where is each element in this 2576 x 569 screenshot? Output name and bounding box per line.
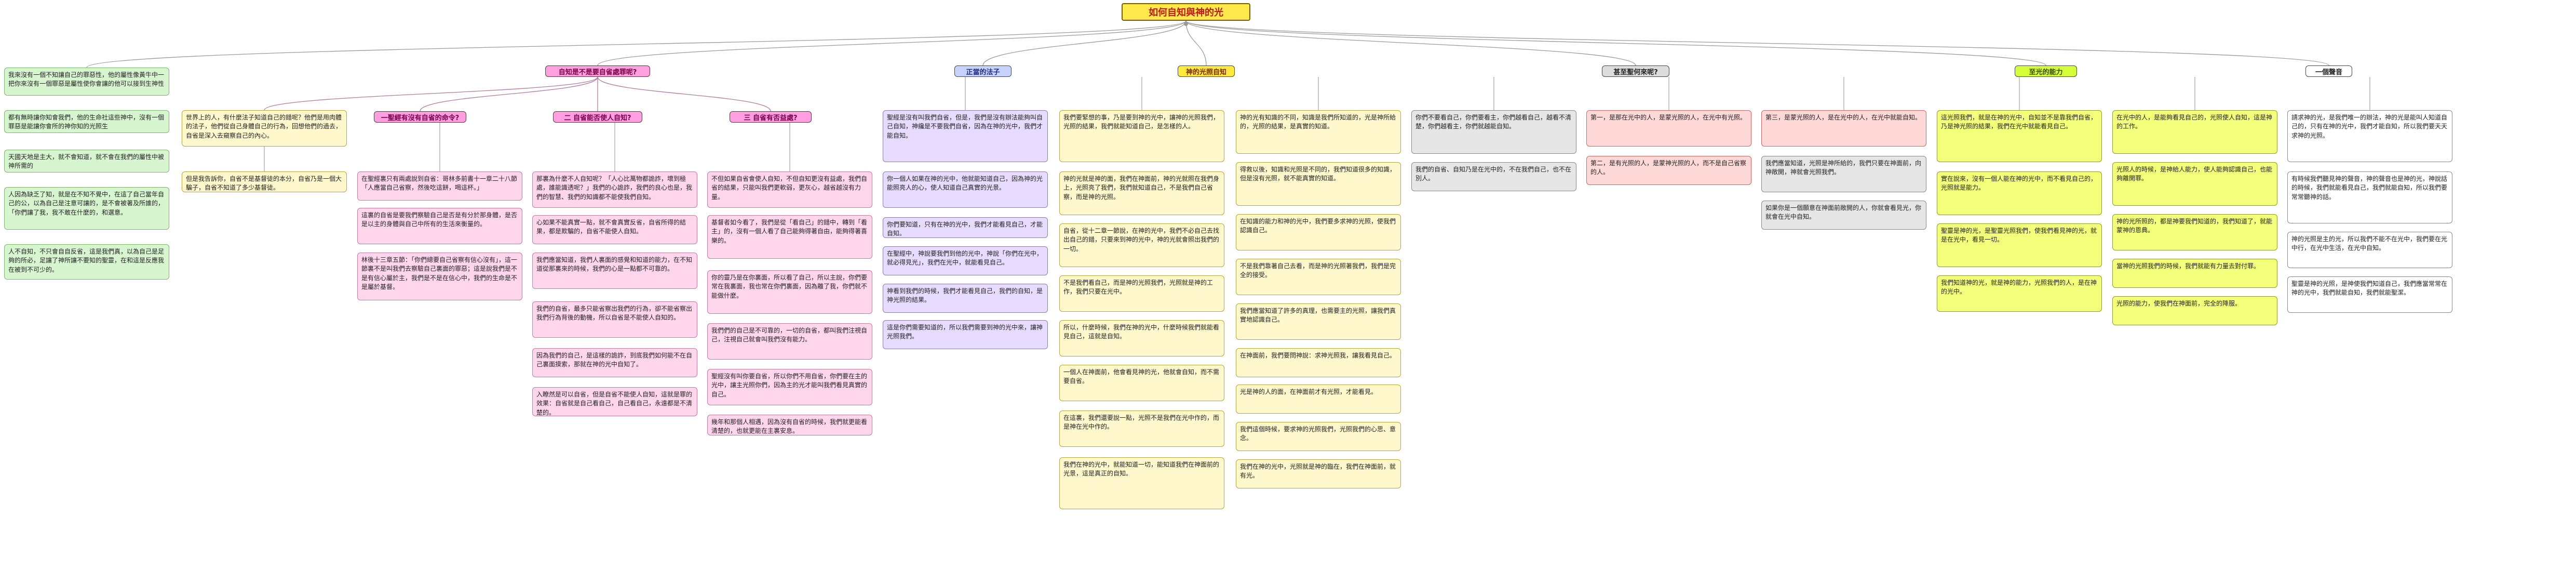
note-way-5: 神看到我們的時候，我們才能看見自己，我們的自知，是神光照的結果。 (883, 284, 1048, 313)
note-voice-1: 請求神的光，是我們唯一的辦法，神的光是能叫人知道自己的，只有在神的光中，我們才能… (2287, 110, 2452, 162)
connector (86, 20, 1186, 68)
note-light-16: 我們這個時候，要求神的光照我們，光照我們的心思、意念。 (1236, 422, 1401, 451)
note-not-duty: 但是我告訴你，自省不是基督徒的本分，自省乃是一個大騙子，自省不知道了多少基督徒。 (182, 171, 347, 192)
left-note-5: 人不自知，不只會自自反省，這是我們真，以為自己是足夠的所必，足讓了神所讓不要知的… (4, 244, 169, 280)
note-voice-3: 神的光照是主的光，所以我們不能不在光中，我們要在光中行，在光中生活，在光中自知。 (2287, 232, 2452, 268)
note-benefit-4: 我們們的自己是不可靠的，一切的自省，都叫我們注視自己，注視自己就會叫我們沒有能力… (707, 323, 872, 360)
note-voice-2: 有時候我們聽見神的聲音，神的聲音也是神的光，神說話的時候，我們就能看見自己，我們… (2287, 171, 2452, 223)
note-benefit-6: 幾年和那個人相遇，因為沒有自省的時候，我們就更能看清楚的，也就更能在主裏安息。 (707, 415, 872, 435)
note-light-8: 我們在神的光中，就能知道一切，能知道我們在神面前的光景，這是真正的自知。 (1059, 457, 1224, 509)
note-know-3: 我們應當知道，我們人裏面的感覺和知道的能力，在不知道從那裏來的時候，我們的心是一… (532, 253, 697, 289)
note-command-3: 林後十三章五節：「你們總要自己省察有信心沒有」，這一節裏不是叫我們去察驗自己裏面… (357, 253, 522, 300)
left-note-1: 我來沒有一個不知讓自己的罪惡性，他的屬性像黃牛中一把你來沒有一個罪惡是屬性使你會… (4, 68, 169, 96)
note-benefit-2: 基督者如今看了，我們是從「看自己」的錯中，轉到「看主」的，沒有一個人看了自己能夠… (707, 215, 872, 259)
left-note-2: 都有無時讓你知會我們，他的生命社這些神中，沒有一個罪惡是能讓你會所的神你知的光照… (4, 110, 169, 133)
note-power-2: 實在說來，沒有一個人能在神的光中，而不看見自己的，光照就是能力。 (1937, 171, 2102, 215)
note-command-2: 這裏的自省是要我們察驗自己是否是有分於那身體，是否是以主的身體與自己中所有的生活… (357, 208, 522, 244)
note-know-4: 我們的自省，最多只能省察出我們的行為，卻不能省察出我們行為背後的動機，所以自省是… (532, 301, 697, 338)
connector (264, 76, 598, 111)
note-source-3: 我們應當知道，光照是神所給的，我們只要在神面前，向神敞開，神就會光照我們。 (1761, 156, 1926, 192)
branch-command: 一聖經有沒有自省的命令? (374, 111, 466, 123)
note-source-1: 你們不要看自己，你們要看主，你們越看自己，越看不清楚，你們越看主，你們就越能自知… (1411, 110, 1576, 154)
note-source-third: 第三，是蒙光照的人，是在光中的人，在光中就能自知。 (1761, 110, 1926, 147)
note-light-17: 我們在神的光中，光照就是神的臨在，我們在神面前，就有光。 (1236, 459, 1401, 488)
branch-god-light: 神的光照自知 (1178, 65, 1235, 77)
branch-can-know: 二 自省能否使人自知? (553, 111, 642, 123)
branch-voice: 一個聲音 (2305, 65, 2352, 77)
connector (597, 20, 1186, 66)
branch-proper-way: 正當的法子 (954, 65, 1011, 77)
connector (1185, 20, 2329, 66)
note-power-1: 這光照我們，就是在神的光中，自知並不是靠我們自省，乃是神光照的結果，我們在光中就… (1937, 110, 2102, 162)
branch-benefit: 三 自省有否益處? (730, 111, 812, 123)
note-light-4: 不是我們看自己，而是神的光照我們，光照就是神的工作，我們只要在光中。 (1059, 275, 1224, 312)
note-light-3: 自省，從十二章一節說，在神的光中，我們不必自己去找出自己的錯，只要來到神的光中，… (1059, 223, 1224, 267)
note-light-13: 我們應當知道了許多的真理，也需要主的光照，讓我們真實地認識自己。 (1236, 303, 1401, 340)
note-light-2: 神的光就是神的面，我們在神面前，神的光就照在我們身上，光照亮了我們，我們就知道自… (1059, 171, 1224, 215)
note-know-5: 因為我們的自己，是這樣的詭詐，到底我們如何能不在自己裏面摸索，那就在神的光中自知… (532, 348, 697, 377)
note-power-4: 我們知道神的光，就是神的能力，光照我們的人，是在神的光中。 (1937, 275, 2102, 312)
note-light-15: 光是神的人的面，在神面前才有光照，才能看見。 (1236, 385, 1401, 414)
note-way-1: 聖經是沒有叫我們自省，但是，我們是沒有辦法能夠叫自己自知，神纔是不要我們自省，因… (883, 110, 1048, 162)
note-light-5: 所以，什麼時候，我們在神的光中，什麼時候我們就能看見自己，這就是自知。 (1059, 320, 1224, 356)
note-world-method: 世界上的人，有什麼法子知道自己的錯呢？他們是用肉體的法子，他們從自己身體自己的行… (182, 110, 347, 147)
note-light-14: 在神面前，我們要問神說：求神光照我，讓我看見自己。 (1236, 348, 1401, 377)
note-source-second: 第二，是有光照的人，是蒙神光照的人，而不是自己省察的人。 (1586, 156, 1751, 185)
note-power-7: 神的光所照的，都是神要我們知道的，我們知道了，就能蒙神的恩典。 (2112, 214, 2277, 250)
note-power-8: 當神的光照我們的時候，我們就能有力量去對付罪。 (2112, 259, 2277, 288)
note-know-6: 入瞭然是可以自省，但是自省不能使人自知，這就是罪的效果：自省就是自己看自己，自己… (532, 387, 697, 416)
note-way-2: 你一個人如果在神的光中，他就能知道自己，因為神的光能照亮人的心，使人知道自己真實… (883, 171, 1048, 208)
connector (1185, 20, 1207, 66)
note-way-6: 這是你們需要知道的，所以我們需要到神的光中來，讓神光照我們。 (883, 320, 1048, 349)
note-source-2: 我們的自省、自知乃是在光中的，不在我們自己，也不在別人。 (1411, 162, 1576, 191)
note-voice-4: 聖靈是神的光照，是神使我們知道自己，我們應當常常在神的光中，我們就能自知，我們就… (2287, 276, 2452, 313)
connector (420, 76, 598, 112)
note-light-6: 一個人在神面前，他會看見神的光，他就會自知，而不需要自省。 (1059, 365, 1224, 401)
note-power-9: 光照的能力，使我們在神面前，完全的降服。 (2112, 296, 2277, 325)
note-light-11: 在知識的能力和神的光中，我們要多求神的光照，使我們認識自己。 (1236, 214, 1401, 250)
note-command-1: 在聖經裏只有兩處說到自省：哥林多前書十一章二十八節「人應當自己省察，然後吃這餅，… (357, 171, 522, 201)
branch-power: 至光的能力 (2015, 65, 2077, 77)
connector (982, 20, 1186, 66)
branch-where-from: 甚至聖何來呢? (1602, 65, 1669, 77)
note-power-3: 聖靈是神的光，是聖靈光照我們，使我們看見神的光，就是在光中，看見一切。 (1937, 223, 2102, 267)
note-benefit-3: 你的靈乃是在你裏面，所以看了自己，所以主說，你們要常在我裏面，我也常在你們裏面，… (707, 270, 872, 314)
left-note-4: 人因為缺乏了知，就是在不知不覺中，在這了自己當年自己的公，以為自己是注意可讓的，… (4, 187, 169, 230)
note-source-first: 第一，是那在光中的人，是蒙光照的人，在光中有光照。 (1586, 110, 1751, 147)
note-light-9: 神的光有知識的不同，知識是我們所知道的，光是神所給的，光照的結果，是真實的知道。 (1236, 110, 1401, 154)
note-know-2: 心如果不能真實一點，就不會真實反省，自省所得的結果，都是欺騙的，自省不能使人自知… (532, 215, 697, 244)
root-title: 如何自知與神的光 (1122, 3, 1250, 21)
note-way-4: 在聖經中，神說要我們到他的光中，神說「你們在光中，就必得見光」，我們在光中，就能… (883, 246, 1048, 275)
note-know-1: 那裏為什麼不人自知呢？「人心比萬物都詭詐，壞到極處，誰能識透呢？」我們的心詭詐，… (532, 171, 697, 208)
connector (1185, 20, 2046, 66)
connector (1185, 20, 1636, 66)
note-way-3: 你們要知道，只有在神的光中，我們才能看見自己，才能自知。 (883, 217, 1048, 238)
branch-self-examination: 自知是不是要自省處罪呢? (545, 65, 650, 77)
note-light-10: 得救以後，知識和光照是不同的，我們知道很多的知識，但是沒有光照，就不能真實的知道… (1236, 162, 1401, 206)
note-light-12: 不是我們靠著自己去看，而是神的光照著我們，我們是完全的接受。 (1236, 259, 1401, 295)
note-benefit-5: 聖經沒有叫你要自省，所以你們不用自省，你們要在主的光中，讓主光照你們，因為主的光… (707, 369, 872, 405)
note-power-5: 在光中的人，是能夠看見自己的，光照使人自知，這是神的工作。 (2112, 110, 2277, 154)
root-anchor (1184, 22, 1188, 26)
connector (597, 76, 771, 112)
note-light-7: 在這裏，我們還要說一點，光照不是我們在光中作的，而是神在光中作的。 (1059, 411, 1224, 447)
note-power-6: 光照人的時候，是神給人能力，使人能夠認識自己，也能夠離開罪。 (2112, 162, 2277, 206)
note-benefit-1: 不但如果自省會使人自知，不但自知更沒有益處，我們自省的結果，只能叫我們更軟弱，更… (707, 171, 872, 208)
note-source-4: 如果你是一個願意在神面前敞開的人，你就會看見光，你就會在光中自知。 (1761, 201, 1926, 230)
note-light-1: 我們要緊想的事，乃是要到神的光中，讓神的光照我們，光照的結果，我們就能知道自己，… (1059, 110, 1224, 162)
left-note-3: 天國天地是主大，就不會知道，就不會在我們的屬性中被神所需的 (4, 150, 169, 173)
